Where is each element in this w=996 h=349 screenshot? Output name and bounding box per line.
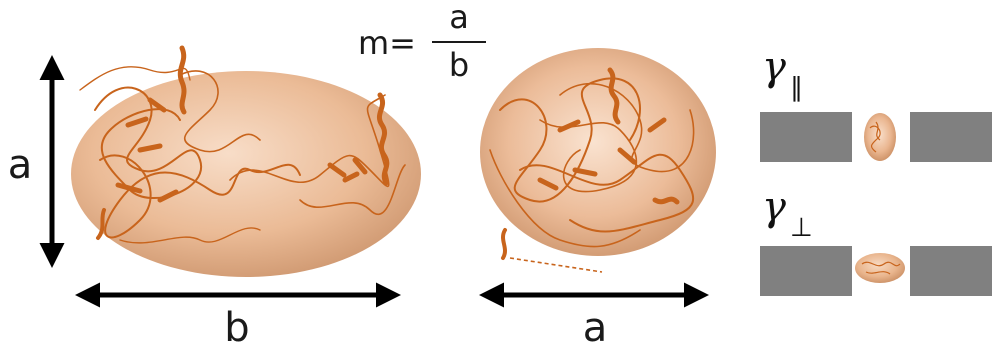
ellipsoid-panel: a b	[8, 48, 421, 349]
wall-block-right-perpendicular	[910, 246, 992, 296]
wall-block-right-parallel	[910, 112, 992, 162]
wall-block-left-perpendicular	[760, 246, 852, 296]
aspect-ratio-formula: m= a b	[358, 0, 486, 84]
axis-label-b-horizontal: b	[224, 305, 249, 349]
sphere-panel: a	[480, 48, 716, 349]
formula-denominator: b	[449, 46, 469, 84]
gamma-perpendicular-symbol: γ	[762, 184, 786, 230]
axis-label-a-sphere: a	[583, 305, 608, 349]
formula-numerator: a	[449, 0, 469, 36]
gamma-parallel-subscript: ∥	[790, 73, 803, 103]
formula-lhs: m=	[358, 24, 416, 62]
orientation-parallel: γ ∥	[760, 44, 992, 162]
axis-label-a-vertical: a	[8, 142, 33, 188]
protein-parallel-icon	[864, 113, 896, 161]
wall-block-left-parallel	[760, 112, 852, 162]
sphere-shell	[480, 48, 716, 256]
ellipsoid-shell	[71, 71, 421, 277]
gamma-parallel-symbol: γ	[762, 44, 786, 90]
protein-perpendicular-icon	[855, 253, 905, 283]
gamma-perpendicular-subscript: ⊥	[790, 213, 813, 243]
orientation-perpendicular: γ ⊥	[760, 184, 992, 296]
dashed-loop	[510, 258, 602, 272]
